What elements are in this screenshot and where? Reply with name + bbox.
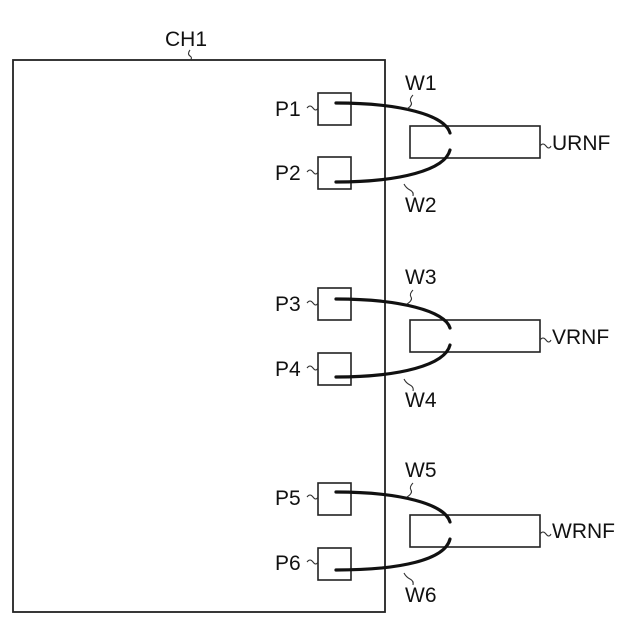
resistor-urnf-leader (540, 144, 551, 148)
resistor-wrnf-label: WRNF (552, 520, 615, 543)
pad-p5 (318, 483, 351, 515)
chip-label: CH1 (165, 28, 207, 51)
resistor-urnf-label: URNF (552, 132, 610, 155)
wire-w5-label: W5 (405, 459, 437, 482)
pad-p1-leader (307, 106, 318, 110)
chip-ch1 (13, 60, 385, 612)
wire-w1-leader (407, 95, 413, 109)
pad-p3-leader (307, 301, 318, 305)
wire-w3-leader (407, 290, 413, 304)
wire-w5-leader (407, 483, 413, 497)
resistor-wrnf-leader (540, 532, 551, 536)
wire-w1-label: W1 (405, 72, 437, 95)
pad-p1 (318, 93, 351, 125)
pad-p4-label: P4 (275, 358, 301, 381)
pad-p3-label: P3 (275, 293, 301, 316)
resistor-urnf (410, 126, 540, 158)
group-u: P1 P2 W1 W2 URNF (275, 72, 610, 217)
resistor-vrnf-leader (540, 338, 551, 342)
resistor-vrnf (410, 320, 540, 352)
pad-p3 (318, 288, 351, 320)
pad-p5-leader (307, 495, 318, 499)
group-v: P3 P4 W3 W4 VRNF (275, 266, 609, 412)
wire-w6-label: W6 (405, 584, 437, 607)
pad-p2 (318, 157, 351, 189)
resistor-vrnf-label: VRNF (552, 326, 609, 349)
pad-p2-label: P2 (275, 162, 301, 185)
pad-p2-leader (307, 170, 318, 174)
pad-p6-leader (307, 560, 318, 564)
pad-p6-label: P6 (275, 552, 301, 575)
group-w: P5 P6 W5 W6 WRNF (275, 459, 615, 607)
pad-p6 (318, 548, 351, 580)
pad-p4-leader (307, 366, 318, 370)
wire-w4-label: W4 (405, 389, 437, 412)
resistor-wrnf (410, 515, 540, 547)
pad-p5-label: P5 (275, 487, 301, 510)
pad-p4 (318, 353, 351, 385)
pad-p1-label: P1 (275, 98, 301, 121)
chip-leader (189, 50, 192, 60)
wire-w3-label: W3 (405, 266, 437, 289)
wire-w2-label: W2 (405, 194, 437, 217)
